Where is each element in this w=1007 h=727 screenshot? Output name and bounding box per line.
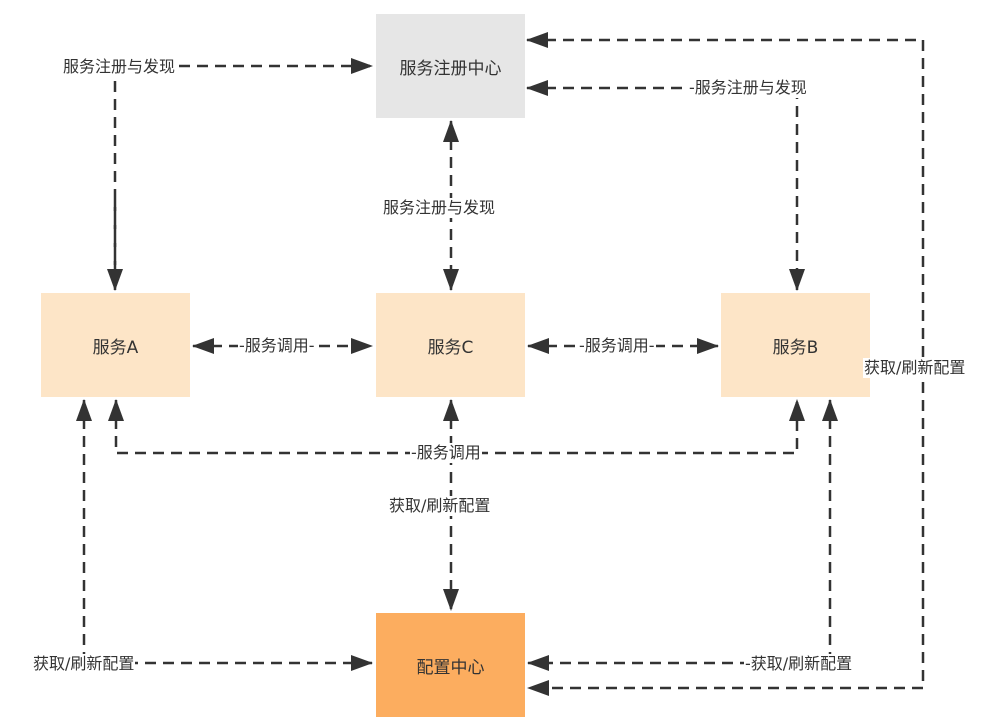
- service-c-label: 服务C: [427, 337, 474, 358]
- service-b-node[interactable]: 服务B: [721, 293, 870, 397]
- service-b-label: 服务B: [772, 337, 819, 358]
- edge-label-config-b-inner: -获取/刷新配置: [744, 654, 854, 674]
- config-center-node[interactable]: 配置中心: [376, 613, 525, 717]
- edge-label-config-c: 获取/刷新配置: [388, 496, 492, 516]
- edge-a-registry: [113, 58, 373, 290]
- edge-b-registry: [526, 80, 805, 291]
- registry-center-label: 服务注册中心: [399, 58, 502, 79]
- service-c-node[interactable]: 服务C: [376, 293, 525, 397]
- edge-label-config-a: 获取/刷新配置: [32, 654, 136, 674]
- edge-label-register-discover-a: 服务注册与发现: [62, 57, 177, 77]
- edge-label-call-a-b: -服务调用: [410, 443, 482, 463]
- service-a-node[interactable]: 服务A: [41, 293, 190, 397]
- service-a-label: 服务A: [92, 337, 139, 358]
- edge-label-config-b-outer: 获取/刷新配置: [863, 358, 967, 378]
- edge-label-call-a-c: -服务调用-: [238, 336, 316, 356]
- edge-a-config: [76, 399, 373, 671]
- edge-b-config-inner: [527, 399, 838, 671]
- config-center-label: 配置中心: [416, 657, 485, 678]
- edge-label-register-discover-b: -服务注册与发现: [688, 78, 808, 98]
- registry-center-node[interactable]: 服务注册中心: [376, 14, 525, 118]
- edge-label-call-c-b: -服务调用-: [578, 336, 656, 356]
- edge-label-register-discover-c: 服务注册与发现: [382, 198, 497, 218]
